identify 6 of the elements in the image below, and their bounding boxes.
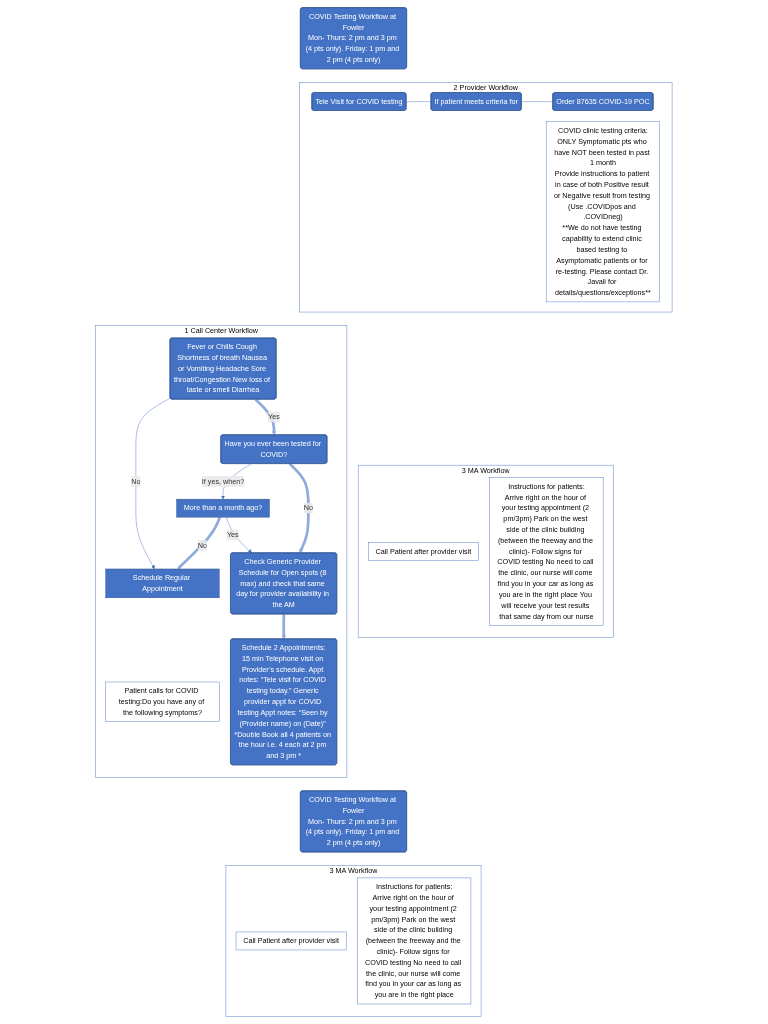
connector bbox=[406, 101, 432, 102]
arrow bbox=[254, 398, 277, 436]
arrow bbox=[281, 614, 286, 640]
arrow bbox=[177, 516, 222, 570]
connector bbox=[521, 101, 554, 102]
arrow bbox=[288, 462, 310, 554]
